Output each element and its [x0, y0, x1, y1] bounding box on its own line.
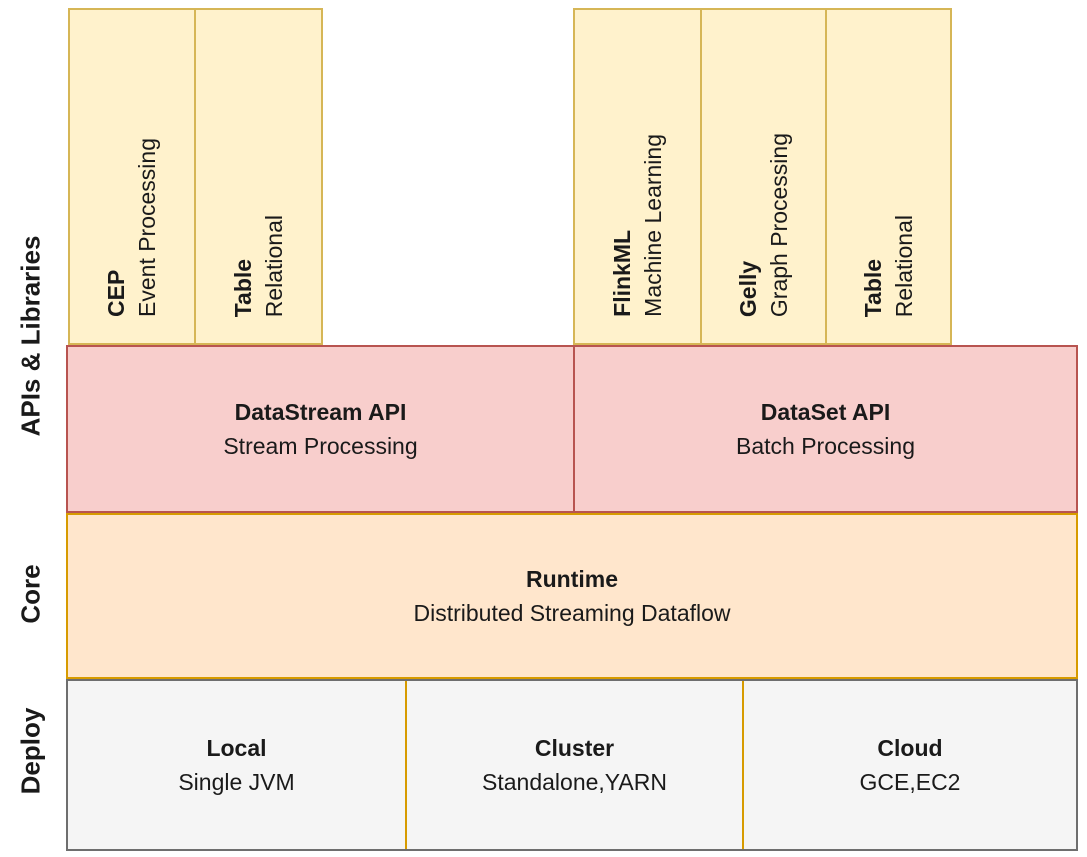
box-title: Cloud [877, 735, 943, 761]
library-name: CEP [103, 269, 129, 317]
box-deploy-cloud: Cloud GCE,EC2 [742, 681, 1076, 849]
layer-apis: DataStream API Stream Processing DataSet… [66, 345, 1078, 513]
library-name: Gelly [734, 260, 761, 317]
library-desc: Graph Processing [765, 132, 792, 317]
library-box-gelly: Gelly Graph Processing [700, 8, 827, 345]
library-label-table-stream: Table Relational [228, 215, 290, 317]
library-label-gelly: Gelly Graph Processing [733, 133, 795, 317]
box-title: Cluster [534, 735, 615, 761]
library-desc: Relational [260, 214, 287, 317]
box-subtitle: Distributed Streaming Dataflow [413, 600, 731, 626]
box-subtitle: GCE,EC2 [859, 769, 961, 795]
box-title: Runtime [526, 566, 618, 592]
library-desc: Relational [890, 214, 917, 317]
box-title: DataStream API [234, 399, 407, 425]
library-label-table-batch: Table Relational [858, 215, 920, 317]
library-name: FlinkML [608, 230, 635, 317]
layer-core: Runtime Distributed Streaming Dataflow [66, 513, 1078, 679]
box-deploy-cluster: Cluster Standalone,YARN [405, 681, 742, 849]
box-subtitle: Stream Processing [223, 433, 418, 459]
library-box-cep: CEP Event Processing [68, 8, 196, 345]
box-subtitle: Standalone,YARN [482, 769, 667, 795]
row-label-apis-libraries: APIs & Libraries [15, 235, 46, 437]
library-group-batch: FlinkML Machine Learning Gelly Graph Pro… [573, 8, 952, 345]
library-label-flinkml: FlinkML Machine Learning [607, 134, 669, 317]
library-desc: Event Processing [134, 138, 160, 317]
library-box-table-stream: Table Relational [194, 8, 323, 345]
layer-deploy: Local Single JVM Cluster Standalone,YARN… [66, 679, 1078, 851]
library-name: Table [229, 258, 256, 317]
box-title: DataSet API [760, 399, 891, 425]
library-label-cep: CEP Event Processing [101, 138, 163, 317]
library-box-table-batch: Table Relational [825, 8, 952, 345]
library-group-stream: CEP Event Processing Table Relational [68, 8, 323, 345]
box-subtitle: Single JVM [178, 769, 295, 795]
library-box-flinkml: FlinkML Machine Learning [573, 8, 702, 345]
box-dataset-api: DataSet API Batch Processing [573, 347, 1076, 511]
row-label-deploy: Deploy [15, 707, 46, 795]
row-label-core: Core [15, 564, 46, 624]
library-name: Table [859, 258, 886, 317]
box-title: Local [206, 735, 267, 761]
library-desc: Machine Learning [639, 134, 666, 317]
box-runtime: Runtime Distributed Streaming Dataflow [68, 515, 1076, 677]
box-deploy-local: Local Single JVM [68, 681, 405, 849]
box-datastream-api: DataStream API Stream Processing [68, 347, 573, 511]
box-subtitle: Batch Processing [736, 433, 915, 459]
